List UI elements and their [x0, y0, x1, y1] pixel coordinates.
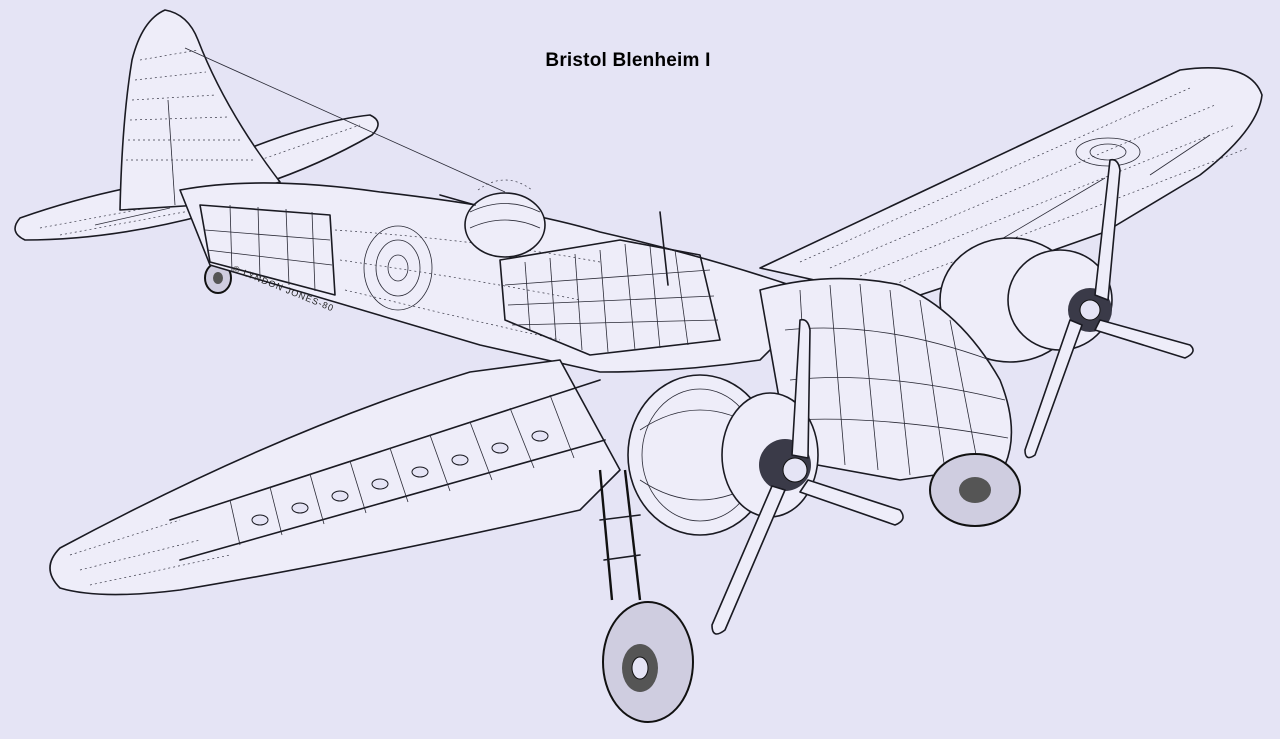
- port-propeller-blade-right: [799, 479, 904, 526]
- starboard-roundel: [1075, 137, 1141, 167]
- dorsal-turret: [464, 192, 546, 258]
- starboard-wing: [759, 67, 1263, 301]
- diagram-title: Bristol Blenheim I: [545, 50, 711, 71]
- tail-unit: [14, 9, 506, 294]
- starboard-propeller-blade-lower: [1024, 319, 1083, 459]
- starboard-propeller-blade-upper: [1094, 158, 1121, 301]
- fuselage: [179, 179, 821, 373]
- port-propeller-blade-lower: [711, 485, 786, 635]
- starboard-engine: [939, 158, 1194, 459]
- port-propeller-blade-upper: [791, 318, 811, 459]
- starboard-tailplane: [239, 114, 379, 186]
- nose-section: [759, 277, 1021, 527]
- port-engine: [627, 318, 904, 635]
- fuselage-roundel: [363, 225, 433, 311]
- starboard-propeller-blade-right: [1094, 319, 1194, 359]
- port-undercarriage: [598, 469, 694, 723]
- wing-ribs: [229, 394, 575, 546]
- port-wing: [49, 359, 621, 596]
- fin-and-rudder: [119, 9, 281, 211]
